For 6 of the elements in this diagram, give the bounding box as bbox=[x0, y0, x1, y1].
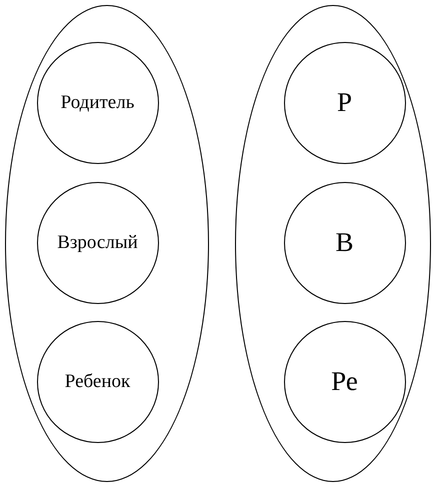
node-label: Взрослый bbox=[57, 232, 138, 254]
node-label: В bbox=[335, 227, 354, 258]
node-label: Ре bbox=[331, 366, 358, 397]
node-label: Р bbox=[336, 87, 352, 118]
node-label: Родитель bbox=[60, 92, 134, 114]
node-label: Ребенок bbox=[64, 370, 130, 392]
